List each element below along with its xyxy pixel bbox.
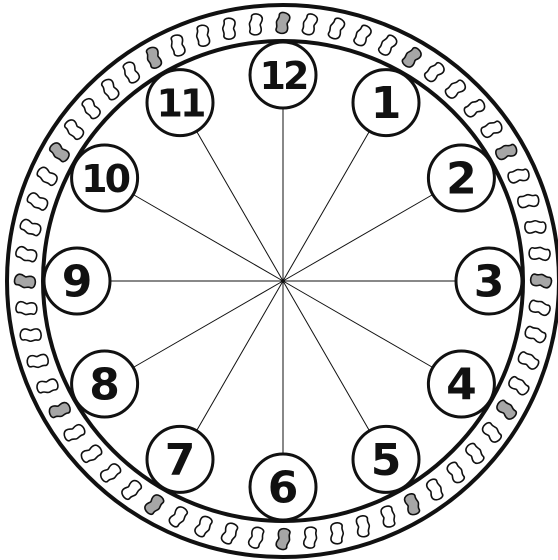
hour-number-10: 10 (81, 157, 129, 201)
hour-marker-9: 9 (44, 248, 110, 314)
minute-bead (223, 18, 235, 39)
minute-bead (27, 354, 49, 369)
hour-number-9: 9 (62, 257, 93, 308)
hour-number-11: 11 (157, 82, 204, 126)
hour-marker-8: 8 (72, 351, 138, 417)
minute-bead (20, 329, 41, 341)
hour-number-7: 7 (165, 435, 196, 486)
hour-number-3: 3 (474, 257, 505, 308)
hour-marker-7: 7 (147, 426, 213, 492)
hour-number-12: 12 (260, 54, 307, 98)
minute-bead (356, 515, 371, 537)
hour-marker-3: 3 (456, 248, 522, 314)
hour-number-1: 1 (371, 78, 402, 129)
hour-number-2: 2 (446, 154, 477, 205)
minute-bead (331, 523, 343, 544)
hour-number-4: 4 (446, 360, 477, 411)
hour-marker-1: 1 (353, 70, 419, 136)
hour-number-8: 8 (89, 360, 120, 411)
hour-marker-11: 11 (147, 70, 213, 136)
hour-number-5: 5 (371, 435, 402, 486)
hour-marker-4: 4 (428, 351, 494, 417)
hour-number-6: 6 (268, 463, 299, 514)
minute-bead (196, 25, 211, 47)
hour-marker-6: 6 (250, 454, 316, 520)
hour-marker-2: 2 (428, 145, 494, 211)
minute-bead (517, 194, 539, 209)
center-point (282, 280, 285, 283)
hour-marker-10: 10 (72, 145, 138, 211)
hour-marker-5: 5 (353, 426, 419, 492)
hour-marker-12: 12 (250, 42, 316, 108)
minute-bead (525, 221, 546, 233)
